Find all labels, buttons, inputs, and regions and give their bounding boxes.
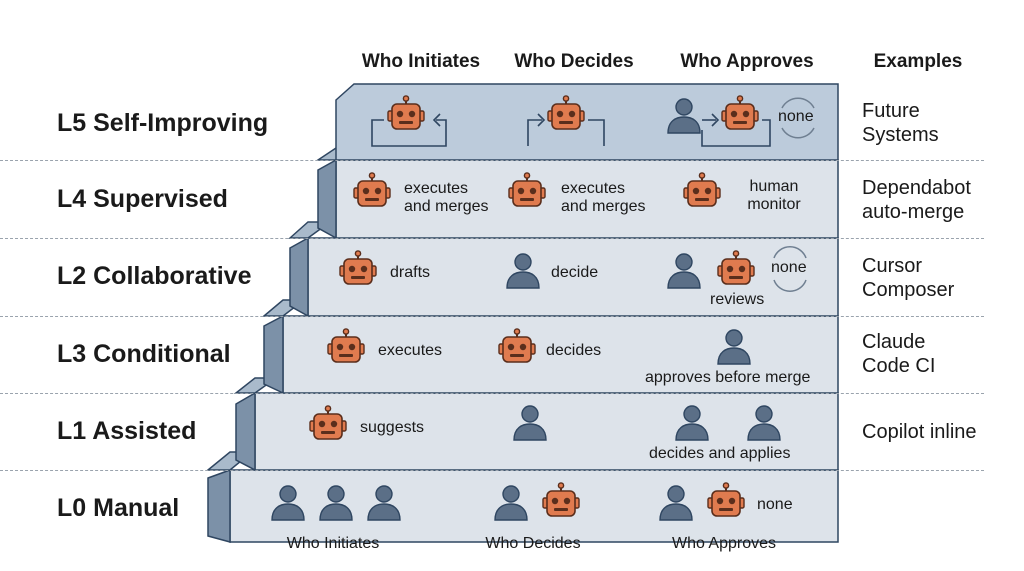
header-examples: Examples xyxy=(873,51,963,72)
caption-l3-initiates: executes xyxy=(378,342,443,359)
robot-icon xyxy=(706,482,746,522)
caption-l3-decides: decides xyxy=(546,342,602,359)
level-label-l3: L3 Conditional xyxy=(57,340,231,368)
caption-l5-approves: none xyxy=(778,108,814,125)
person-icon xyxy=(510,402,550,442)
cycle-icon-l5 xyxy=(781,97,815,139)
robot-icon xyxy=(720,95,760,135)
caption-l2-none: none xyxy=(771,259,807,276)
robot-icon xyxy=(386,95,426,135)
caption-l2-decides: decide xyxy=(551,264,599,281)
loop-arrow-approves xyxy=(701,113,771,147)
caption-l2-initiates: drafts xyxy=(390,264,431,281)
row-divider xyxy=(0,238,984,239)
person-icon xyxy=(664,250,704,290)
robot-icon xyxy=(338,250,378,290)
person-icon xyxy=(664,95,704,135)
person-icon xyxy=(364,482,404,522)
person-icon xyxy=(714,326,754,366)
person-icon xyxy=(503,250,543,290)
footer-who-decides: Who Decides xyxy=(485,535,581,552)
person-icon xyxy=(744,402,784,442)
level-label-l2: L2 Collaborative xyxy=(57,262,252,290)
level-label-l5: L5 Self-Improving xyxy=(57,109,269,137)
caption-l2-approves: reviews xyxy=(710,291,765,308)
robot-icon xyxy=(546,95,586,135)
loop-arrow-decides xyxy=(527,113,605,146)
robot-icon xyxy=(541,482,581,522)
caption-l1-initiates: suggests xyxy=(360,419,425,436)
robot-icon xyxy=(682,172,722,212)
person-icon xyxy=(656,482,696,522)
caption-l0-approves: none xyxy=(757,496,793,513)
level-label-l0: L0 Manual xyxy=(57,494,180,522)
person-icon xyxy=(672,402,712,442)
person-icon xyxy=(316,482,356,522)
row-divider xyxy=(0,160,984,161)
robot-icon xyxy=(507,172,547,212)
header-who-initiates: Who Initiates xyxy=(361,51,481,72)
loop-arrow-initiates xyxy=(371,113,447,147)
level-label-l4: L4 Supervised xyxy=(57,185,228,213)
row-divider xyxy=(0,393,984,394)
robot-icon xyxy=(308,405,348,445)
header-who-approves: Who Approves xyxy=(680,51,814,72)
footer-who-approves: Who Approves xyxy=(671,535,777,552)
robot-icon xyxy=(497,328,537,368)
level-label-l1: L1 Assisted xyxy=(57,417,197,445)
footer-who-initiates: Who Initiates xyxy=(286,535,380,552)
robot-icon xyxy=(326,328,366,368)
person-icon xyxy=(268,482,308,522)
row-divider xyxy=(0,316,984,317)
robot-icon xyxy=(352,172,392,212)
header-who-decides: Who Decides xyxy=(514,51,634,72)
caption-l1-approves: decides and applies xyxy=(649,445,791,462)
caption-l3-approves: approves before merge xyxy=(645,369,811,386)
person-icon xyxy=(491,482,531,522)
robot-icon xyxy=(716,250,756,290)
example-l1: Copilot inline xyxy=(862,421,977,443)
band-l5 xyxy=(335,83,839,161)
band-l4 xyxy=(315,147,839,240)
band-l1 xyxy=(233,377,839,472)
row-divider xyxy=(0,470,984,471)
cycle-icon-l2 xyxy=(773,246,807,292)
